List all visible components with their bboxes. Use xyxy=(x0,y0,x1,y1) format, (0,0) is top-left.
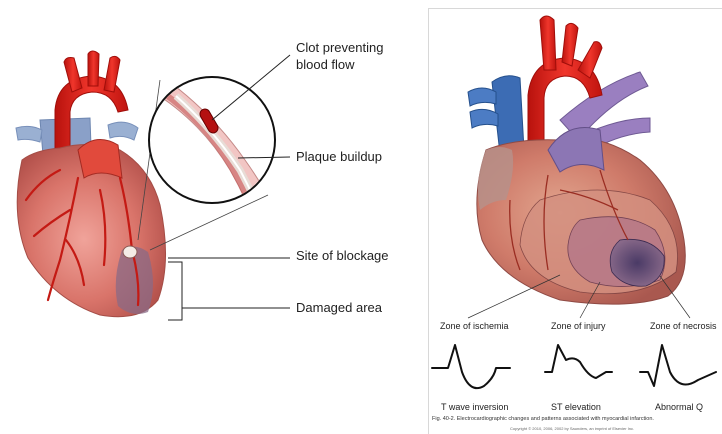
label-plaque-buildup: Plaque buildup xyxy=(296,149,382,165)
label-zone-ischemia: Zone of ischemia xyxy=(440,321,509,331)
label-abnormal-q: Abnormal Q xyxy=(655,402,703,412)
vena-cava-branch-2 xyxy=(470,109,498,128)
label-st-elevation: ST elevation xyxy=(551,402,601,412)
ecg-abnormal-q xyxy=(640,345,716,386)
pulmonary-trunk xyxy=(78,140,122,178)
label-zone-necrosis: Zone of necrosis xyxy=(650,321,722,331)
ecg-t-wave-inversion xyxy=(432,345,510,388)
label-t-wave-inversion: T wave inversion xyxy=(441,402,508,412)
left-heart xyxy=(16,51,166,317)
pulmonary-trunk-right xyxy=(548,128,604,173)
copyright-notice: Copyright © 2010, 2006, 2002 by Saunders… xyxy=(510,426,634,431)
ecg-st-elevation xyxy=(545,345,612,378)
label-site-of-blockage: Site of blockage xyxy=(296,248,389,264)
label-clot-line1: Clot preventing xyxy=(296,40,383,56)
right-heart xyxy=(468,16,685,304)
vena-cava-branch xyxy=(468,88,496,106)
figure-caption: Fig. 40-2. Electrocardiographic changes … xyxy=(432,416,720,422)
label-zone-injury: Zone of injury xyxy=(551,321,606,331)
blockage-site xyxy=(123,246,137,258)
ecg-traces xyxy=(432,345,716,388)
pulmonary-vessel-right xyxy=(108,122,138,140)
label-clot-line2: blood flow xyxy=(296,57,355,73)
pulmonary-vessel-left xyxy=(16,126,42,142)
label-damaged-area: Damaged area xyxy=(296,300,382,316)
aorta-branch-2 xyxy=(88,51,99,86)
